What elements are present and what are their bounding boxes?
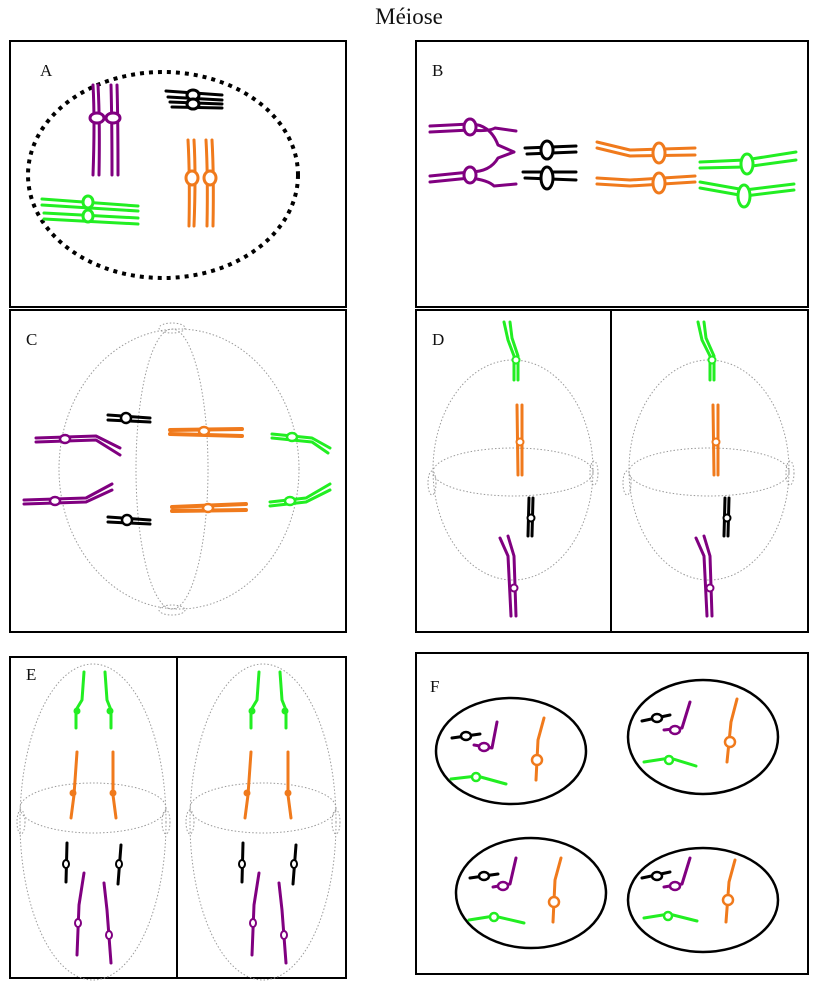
orange-chromosome [170,502,248,514]
spindle [427,359,599,581]
orange-chromosome [69,750,118,820]
green-chromosome [696,320,717,382]
purple-chromosome [74,871,113,965]
black-chromosome [106,411,152,425]
panel-e: E [9,656,347,981]
panel-e-label: E [26,665,36,684]
green-chromosome [268,482,332,508]
orange-chromosome [243,750,293,820]
green-chromosome [270,431,332,455]
panel-f-frame [415,652,809,975]
purple-chromosome [249,871,288,965]
spindle [185,663,341,981]
purple-chromosome [498,534,519,618]
black-chromosome [62,841,123,886]
purple-tetrad [88,83,122,177]
daughter-cell [626,846,780,954]
green-chromosome [248,670,289,730]
diagram-title: Méiose [375,4,443,29]
purple-chromosome [22,482,114,507]
orange-chromosome [515,403,525,477]
nuclear-envelope [26,70,300,280]
orange-tetrad [184,138,218,228]
panel-b-label: B [432,61,443,80]
green-chromosome [502,320,521,382]
black-bivalent [521,139,578,191]
panel-f: F [415,652,809,975]
panel-a: A [9,40,347,308]
purple-chromosome [34,433,122,457]
orange-chromosome [711,403,721,477]
panel-b-frame [415,40,809,308]
black-chromosome [106,513,152,527]
daughter-cell [626,678,780,796]
panel-c: C [9,309,347,633]
black-chromosome [722,496,732,538]
black-chromosome [238,841,298,886]
panel-d: D [415,309,809,633]
daughter-cell [454,836,608,950]
spindle [622,359,795,581]
panel-a-label: A [40,61,53,80]
panel-a-frame [9,40,347,308]
panel-b: B [415,40,809,308]
green-bivalent [698,150,798,209]
panel-f-label: F [430,677,439,696]
black-chromosome [526,496,536,538]
panel-c-frame [9,309,347,633]
green-tetrad [40,194,140,226]
daughter-cell [434,696,588,806]
orange-bivalent [595,140,697,195]
orange-chromosome [168,425,244,438]
black-tetrad [164,88,224,111]
green-chromosome [73,670,114,730]
purple-chromosome [694,534,715,618]
panel-d-label: D [432,330,444,349]
panel-c-label: C [26,330,37,349]
spindle [58,322,300,616]
spindle [16,663,171,981]
purple-bivalent [428,117,518,188]
